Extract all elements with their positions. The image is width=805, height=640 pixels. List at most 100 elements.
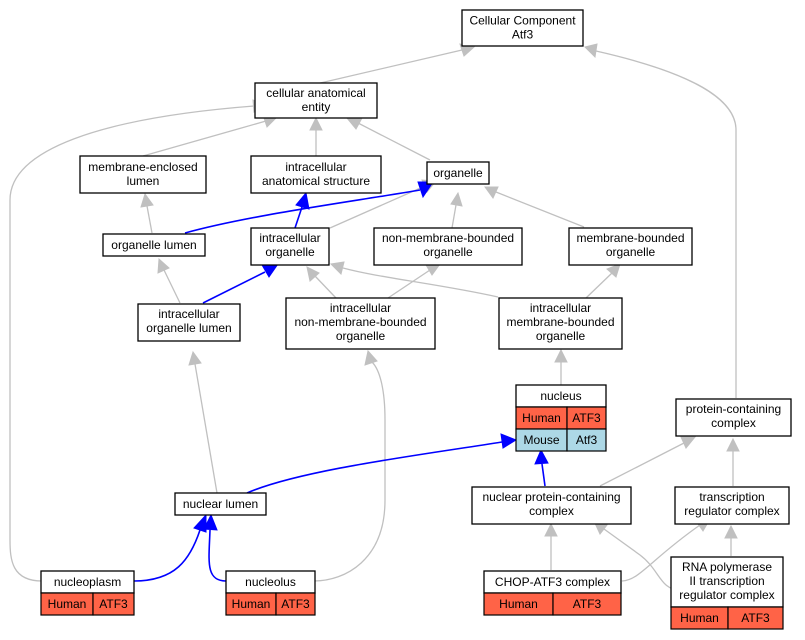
nucleoplasm-human-row: Human ATF3 (40, 592, 135, 616)
node-npcc-line2: complex (529, 504, 574, 518)
rnap-human-gene-cell (727, 606, 784, 630)
node-iol-line2: organelle lumen (146, 321, 231, 335)
edge-npcc-to-nucleus (534, 448, 549, 487)
nucleoplasm-human-species: Human (48, 597, 87, 611)
edge-nlumen-to-iol (188, 350, 218, 494)
node-organelle[interactable]: organelle (426, 161, 490, 185)
nucleolus-human-gene: ATF3 (281, 597, 310, 611)
nucleus-human-gene: ATF3 (572, 411, 601, 425)
node-cellular-anatomical-entity[interactable]: cellular anatomical entity (254, 82, 378, 119)
node-nmbo-line2: organelle (423, 245, 473, 259)
node-intracellular-organelle-lumen[interactable]: intracellular organelle lumen (137, 303, 241, 342)
edge-organelle-to-cae (345, 117, 431, 161)
node-cae-line2: entity (302, 100, 331, 114)
edge-pcc-to-root (584, 43, 737, 398)
edge-inmbo-to-iorg (306, 266, 337, 299)
node-iol-line1: intracellular (158, 307, 219, 321)
nucleoplasm-human-gene: ATF3 (99, 597, 128, 611)
node-nmbo-line1: non-membrane-bounded (382, 231, 514, 245)
edge-chop-to-npcc (544, 522, 558, 570)
nucleus-mouse-gene: Atf3 (576, 433, 598, 447)
node-mel-line1: membrane-enclosed (88, 160, 197, 174)
chop-human-row: Human ATF3 (483, 592, 622, 616)
edge-iol-to-iorg (202, 263, 279, 304)
node-pcc-line2: complex (711, 416, 756, 430)
node-nlumen-label: nuclear lumen (183, 497, 258, 511)
edge-olumen-to-mel (140, 192, 154, 234)
node-intracellular-non-membrane-bounded-organelle[interactable]: intracellular non-membrane-bounded organ… (285, 297, 436, 350)
node-protein-containing-complex[interactable]: protein-containing complex (675, 398, 792, 437)
nucleolus-human-species: Human (232, 597, 271, 611)
nucleoplasm-human-gene-cell (92, 592, 135, 616)
node-chop-atf3-complex[interactable]: CHOP-ATF3 complex (483, 570, 622, 594)
edge-nucleolus-to-nlumen (203, 513, 227, 582)
node-inmbo-line3: organelle (336, 329, 386, 343)
edge-iol-to-olumen (157, 257, 181, 304)
nucleus-mouse-gene-cell (566, 428, 607, 452)
node-iorg-line1: intracellular (259, 231, 320, 245)
edge-imbo-to-iorg (329, 261, 499, 298)
nucleus-human-row: Human ATF3 (515, 406, 607, 430)
node-rnap-line3: regulator complex (679, 588, 774, 602)
node-nuclear-protein-containing-complex[interactable]: nuclear protein-containing complex (471, 486, 632, 525)
node-inmbo-line1: intracellular (330, 301, 391, 315)
edge-trc-to-pcc (726, 437, 740, 486)
node-nucleus[interactable]: nucleus (515, 384, 607, 408)
node-trc-line2: regulator complex (684, 504, 779, 518)
nucleolus-human-row: Human ATF3 (225, 592, 316, 616)
node-membrane-bounded-organelle[interactable]: membrane-bounded organelle (568, 227, 693, 266)
edge-nmbo-to-organelle (450, 191, 463, 229)
edge-mbo-to-organelle (484, 186, 585, 228)
node-nucleus-label: nucleus (540, 389, 581, 403)
edge-mel-to-cae (142, 114, 279, 157)
node-intracellular-membrane-bounded-organelle[interactable]: intracellular membrane-bounded organelle (498, 297, 623, 350)
node-rnap-line1: RNA polymerase (682, 560, 772, 574)
node-intracellular-anatomical-structure[interactable]: intracellular anatomical structure (250, 155, 382, 194)
edge-iorg-to-ias (294, 191, 310, 229)
chop-human-gene-cell (552, 592, 622, 616)
node-inmbo-line2: non-membrane-bounded (294, 315, 426, 329)
nucleus-mouse-species: Mouse (523, 433, 559, 447)
nucleus-human-species: Human (522, 411, 561, 425)
node-nucleolus[interactable]: nucleolus (225, 570, 316, 594)
node-non-membrane-bounded-organelle[interactable]: non-membrane-bounded organelle (373, 227, 523, 266)
edge-nucleus-to-imbo (554, 348, 568, 385)
node-transcription-regulator-complex[interactable]: transcription regulator complex (674, 486, 790, 525)
node-nucleoplasm-label: nucleoplasm (54, 575, 121, 589)
node-imbo-line2: membrane-bounded (506, 315, 614, 329)
nucleus-mouse-row: Mouse Atf3 (515, 428, 607, 452)
chop-human-gene: ATF3 (573, 597, 602, 611)
node-intracellular-organelle[interactable]: intracellular organelle (250, 227, 330, 266)
node-nuclear-lumen[interactable]: nuclear lumen (174, 492, 267, 516)
edge-rnap-to-trc (724, 524, 738, 556)
edge-cae-to-root (315, 43, 476, 85)
node-root-line1: Cellular Component (469, 14, 576, 28)
node-pcc-line1: protein-containing (686, 402, 781, 416)
node-organelle-lumen[interactable]: organelle lumen (102, 233, 206, 257)
node-cellular-component-root[interactable]: Cellular Component Atf3 (461, 9, 584, 47)
node-rna-polymerase-ii-transcription-regulator-complex[interactable]: RNA polymerase II transcription regulato… (670, 556, 784, 608)
node-chop-label: CHOP-ATF3 complex (495, 575, 610, 589)
node-iorg-line2: organelle (265, 245, 315, 259)
node-organelle-label: organelle (433, 166, 483, 180)
node-membrane-enclosed-lumen[interactable]: membrane-enclosed lumen (79, 155, 207, 194)
node-trc-line1: transcription (699, 490, 764, 504)
node-mbo-line1: membrane-bounded (576, 231, 684, 245)
rnap-human-gene: ATF3 (741, 611, 770, 625)
node-ias-line1: intracellular (285, 160, 346, 174)
chop-human-species: Human (499, 597, 538, 611)
node-npcc-line1: nuclear protein-containing (482, 490, 620, 504)
edge-ias-to-cae (309, 116, 323, 156)
node-mel-line2: lumen (127, 174, 160, 188)
edge-nucleolus-to-inmbo (313, 349, 386, 582)
node-nucleoplasm[interactable]: nucleoplasm (40, 570, 135, 594)
rnap-human-row: Human ATF3 (670, 606, 784, 630)
edge-npcc-to-pcc (599, 436, 697, 487)
node-olumen-label: organelle lumen (111, 238, 196, 252)
node-rnap-line2: II transcription (689, 574, 764, 588)
node-cae-line1: cellular anatomical (266, 86, 365, 100)
node-nucleolus-label: nucleolus (245, 575, 296, 589)
rnap-human-species: Human (680, 611, 719, 625)
edge-nlumen-to-nucleus (246, 433, 518, 494)
